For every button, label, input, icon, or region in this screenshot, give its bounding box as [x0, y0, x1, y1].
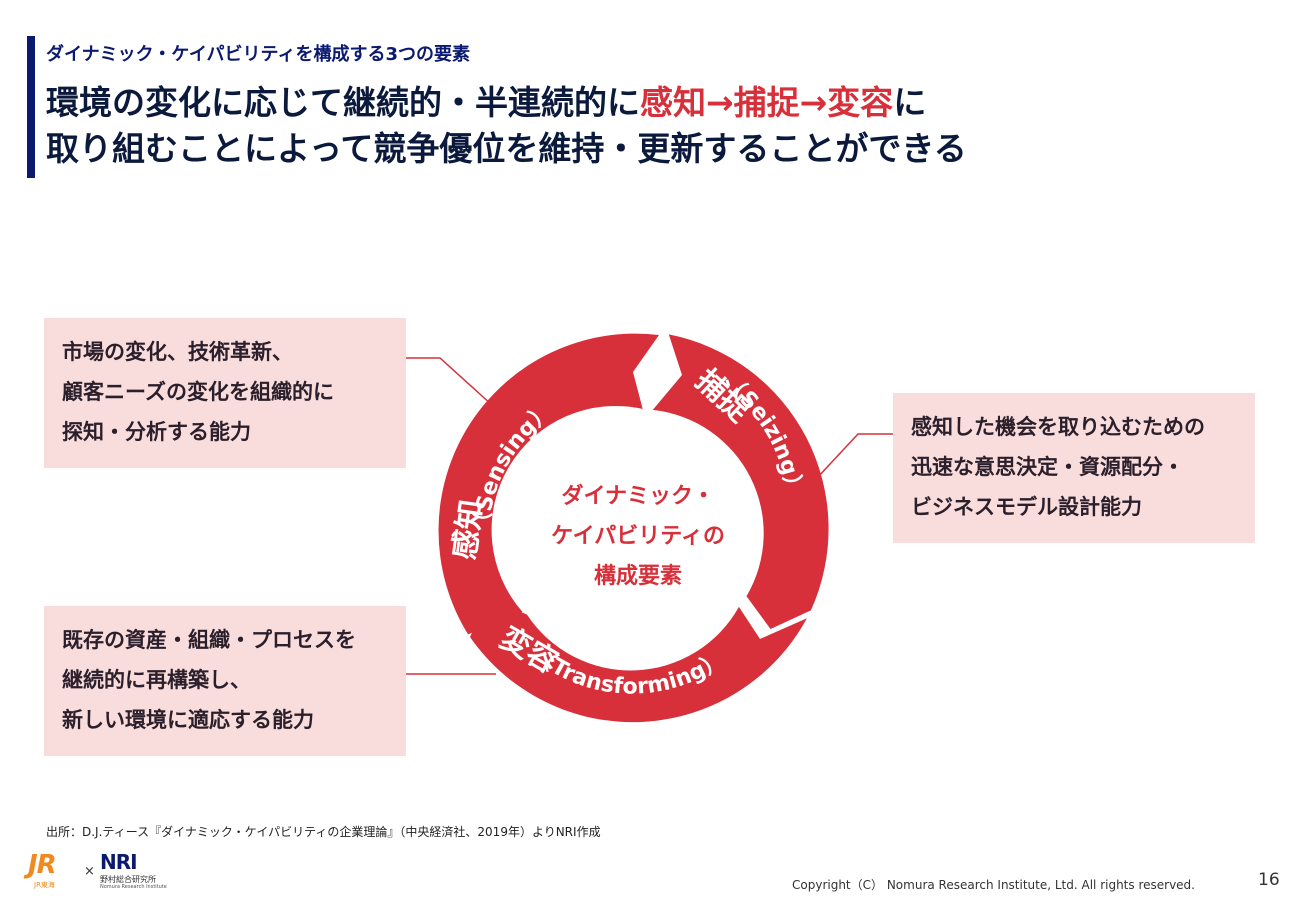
slide-subtitle: ダイナミック・ケイパビリティを構成する3つの要素	[46, 44, 471, 65]
connector-seizing	[816, 433, 893, 479]
ring-segment-seizing	[652, 334, 829, 629]
source-citation: 出所：D.J.ティース『ダイナミック・ケイパビリティの企業理論』（中央経済社、2…	[46, 825, 601, 839]
connector-sensing	[406, 357, 493, 406]
ring-segment-transforming	[470, 597, 807, 723]
jr-logo: JR	[28, 850, 57, 880]
center-label-line-2: ケイパビリティの	[551, 524, 725, 549]
sensing-desc-line: 探知・分析する能力	[62, 420, 251, 444]
transforming-desc-line: 継続的に再構築し、	[62, 668, 251, 692]
sensing-description-box: 市場の変化、技術革新、 顧客ニーズの変化を組織的に 探知・分析する能力	[44, 318, 406, 468]
headline-accent: 感知→捕捉→変容	[640, 83, 894, 122]
nri-logo: NRI	[100, 850, 138, 874]
sensing-kanji-label: 感知	[447, 498, 490, 562]
copyright-notice: Copyright（C） Nomura Research Institute, …	[792, 878, 1195, 892]
headline-text: 環境の変化に応じて継続的・半連続的に	[46, 83, 640, 122]
center-label-line-3: 構成要素	[594, 563, 682, 589]
logo-separator: ×	[84, 864, 95, 879]
seizing-desc-line: ビジネスモデル設計能力	[911, 495, 1142, 519]
center-label-line-1: ダイナミック・	[561, 483, 714, 509]
nri-logo-en: Nomura Research Institute	[100, 884, 167, 890]
ring-segment-sensing	[438, 333, 659, 635]
transforming-desc-line: 既存の資産・組織・プロセスを	[62, 628, 356, 652]
transforming-desc-line: 新しい環境に適応する能力	[62, 708, 314, 732]
title-accent-bar	[27, 36, 35, 178]
seizing-description-box: 感知した機会を取り込むための 迅速な意思決定・資源配分・ ビジネスモデル設計能力	[893, 393, 1255, 543]
headline-text-end: に	[893, 83, 927, 122]
transforming-description-box: 既存の資産・組織・プロセスを 継続的に再構築し、 新しい環境に適応する能力	[44, 606, 406, 756]
page-number: 16	[1258, 870, 1280, 890]
seizing-desc-line: 迅速な意思決定・資源配分・	[911, 455, 1184, 479]
nri-logo-jp: 野村総合研究所	[100, 875, 156, 884]
logo-group: JR JR東海 × NRI 野村総合研究所 Nomura Research In…	[28, 850, 178, 892]
jr-logo-sub: JR東海	[34, 881, 55, 889]
slide-headline: 環境の変化に応じて継続的・半連続的に感知→捕捉→変容に 取り組むことによって競争…	[46, 80, 967, 172]
seizing-desc-line: 感知した機会を取り込むための	[911, 415, 1205, 439]
sensing-desc-line: 顧客ニーズの変化を組織的に	[62, 380, 334, 404]
headline-line-1: 環境の変化に応じて継続的・半連続的に感知→捕捉→変容に	[46, 80, 967, 126]
headline-line-2: 取り組むことによって競争優位を維持・更新することができる	[46, 129, 967, 168]
sensing-desc-line: 市場の変化、技術革新、	[62, 340, 293, 364]
